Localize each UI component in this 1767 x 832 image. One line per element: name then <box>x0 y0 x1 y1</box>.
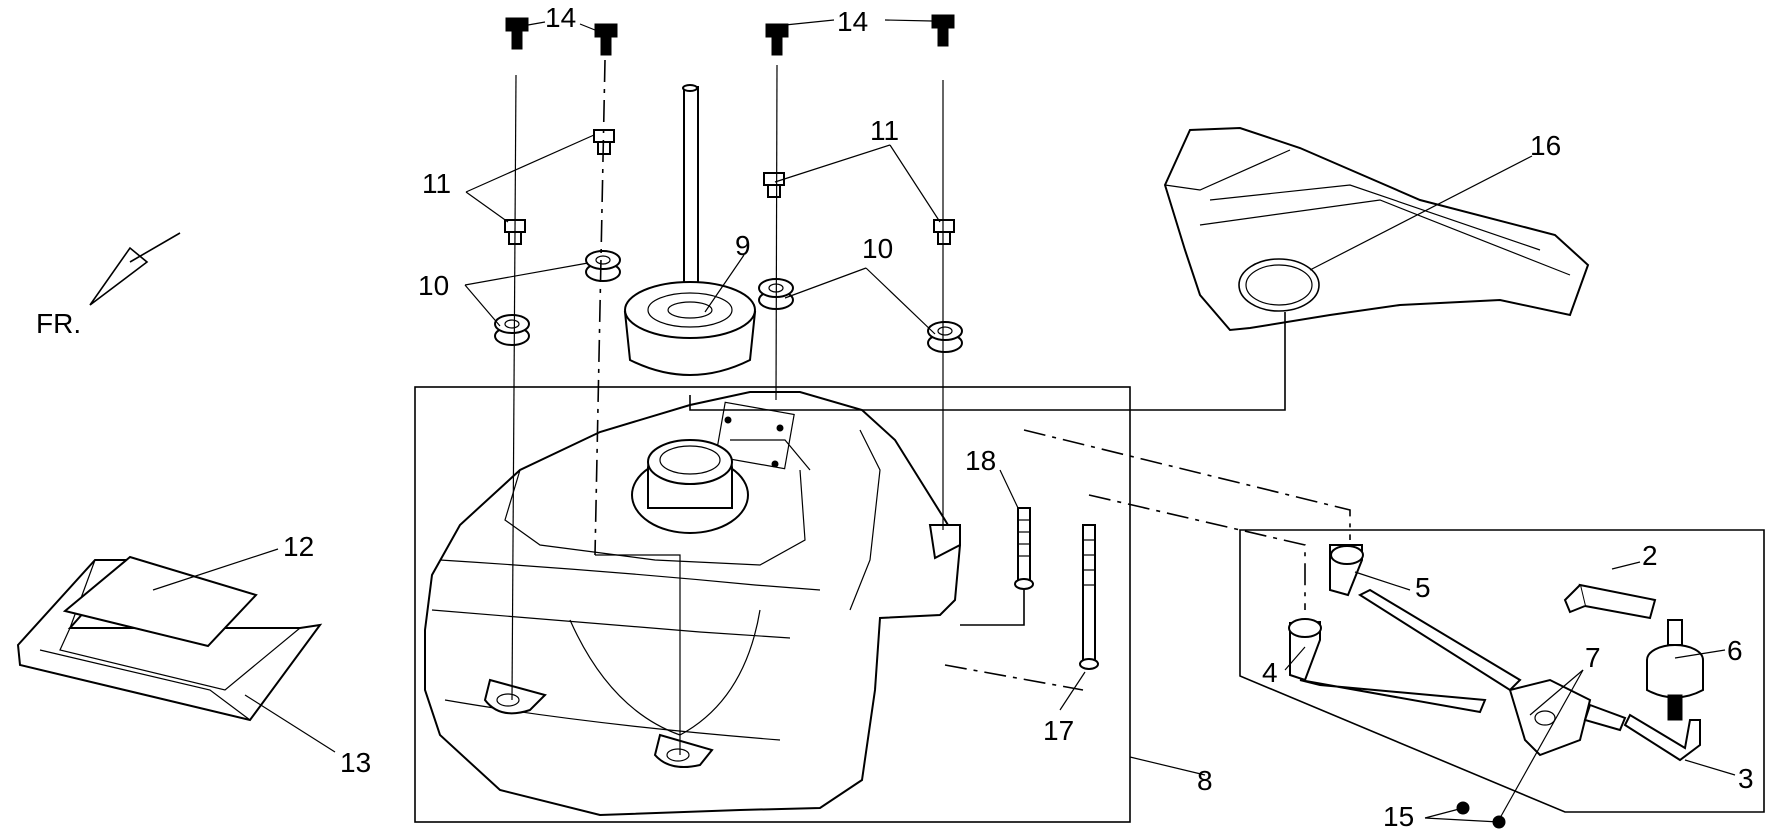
screws-15 <box>1456 801 1506 829</box>
callout-2: 2 <box>1642 540 1658 571</box>
callout-13: 13 <box>340 747 371 778</box>
bolt-right-1 <box>765 23 789 56</box>
callout-8: 8 <box>1197 765 1213 796</box>
tank-cover <box>1163 126 1590 332</box>
callout-5: 5 <box>1415 572 1431 603</box>
bolt-left-1 <box>505 17 529 50</box>
bolt-right-2 <box>931 14 955 47</box>
front-direction-label: FR. <box>36 308 81 339</box>
grommet-1 <box>494 314 530 346</box>
collar-4 <box>933 219 955 245</box>
grommet-2 <box>585 250 621 282</box>
hose-2 <box>1563 583 1657 620</box>
callout-9: 9 <box>735 230 751 261</box>
fuel-filter-6 <box>1646 619 1704 721</box>
callout-7: 7 <box>1585 642 1601 673</box>
callout-12: 12 <box>283 531 314 562</box>
fuel-tank-assembly-box <box>414 386 1131 823</box>
screw-17 <box>1079 524 1099 670</box>
callout-15: 15 <box>1383 801 1414 832</box>
callout-17: 17 <box>1043 715 1074 746</box>
callout-18: 18 <box>965 445 996 476</box>
screw-18 <box>1014 507 1034 590</box>
front-direction-arrow <box>89 232 181 306</box>
callout-6: 6 <box>1727 635 1743 666</box>
grommet-4 <box>927 321 963 353</box>
hose-4 <box>1288 618 1487 714</box>
bolt-left-2 <box>594 23 618 56</box>
fuel-tank <box>424 391 962 817</box>
hose-3 <box>1623 713 1701 762</box>
callout-16: 16 <box>1530 130 1561 161</box>
callout-4: 4 <box>1262 657 1278 688</box>
callout-10-left: 10 <box>418 270 449 301</box>
callout-11-left: 11 <box>422 168 451 199</box>
fuel-cap <box>623 84 757 376</box>
callout-11-right: 11 <box>870 115 899 146</box>
hose-5 <box>1329 544 1522 692</box>
callout-3: 3 <box>1738 763 1754 794</box>
callout-10-right: 10 <box>862 233 893 264</box>
callout-14-left: 14 <box>545 2 576 33</box>
fuel-valve-group-box <box>1239 529 1765 813</box>
fuel-valve <box>1508 678 1627 757</box>
seat-pad <box>62 555 258 648</box>
collar-3 <box>763 172 785 198</box>
callout-14-right: 14 <box>837 6 868 37</box>
